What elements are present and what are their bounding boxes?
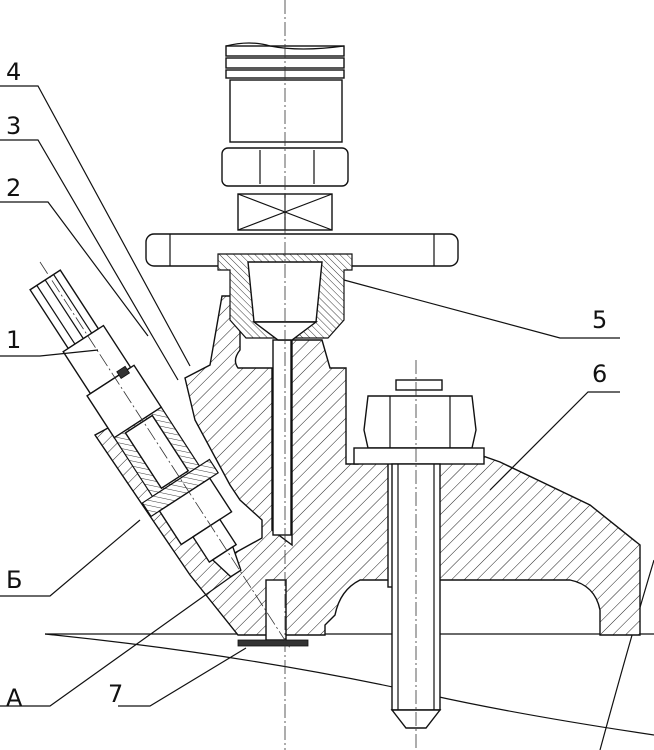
callout-a: А [6, 684, 23, 712]
callout-2: 2 [6, 174, 21, 202]
leader-lines [0, 85, 620, 707]
callout-3: 3 [6, 112, 21, 140]
callout-4: 4 [6, 58, 21, 86]
callout-1: 1 [6, 326, 21, 354]
injector-assembly [29, 269, 242, 578]
base-surface [44, 559, 654, 750]
callout-6: 6 [592, 360, 607, 388]
callout-5: 5 [592, 306, 607, 334]
callout-7: 7 [108, 680, 123, 708]
seal-7 [237, 639, 309, 647]
callout-b: Б [6, 566, 22, 594]
center-lines [39, 0, 417, 750]
